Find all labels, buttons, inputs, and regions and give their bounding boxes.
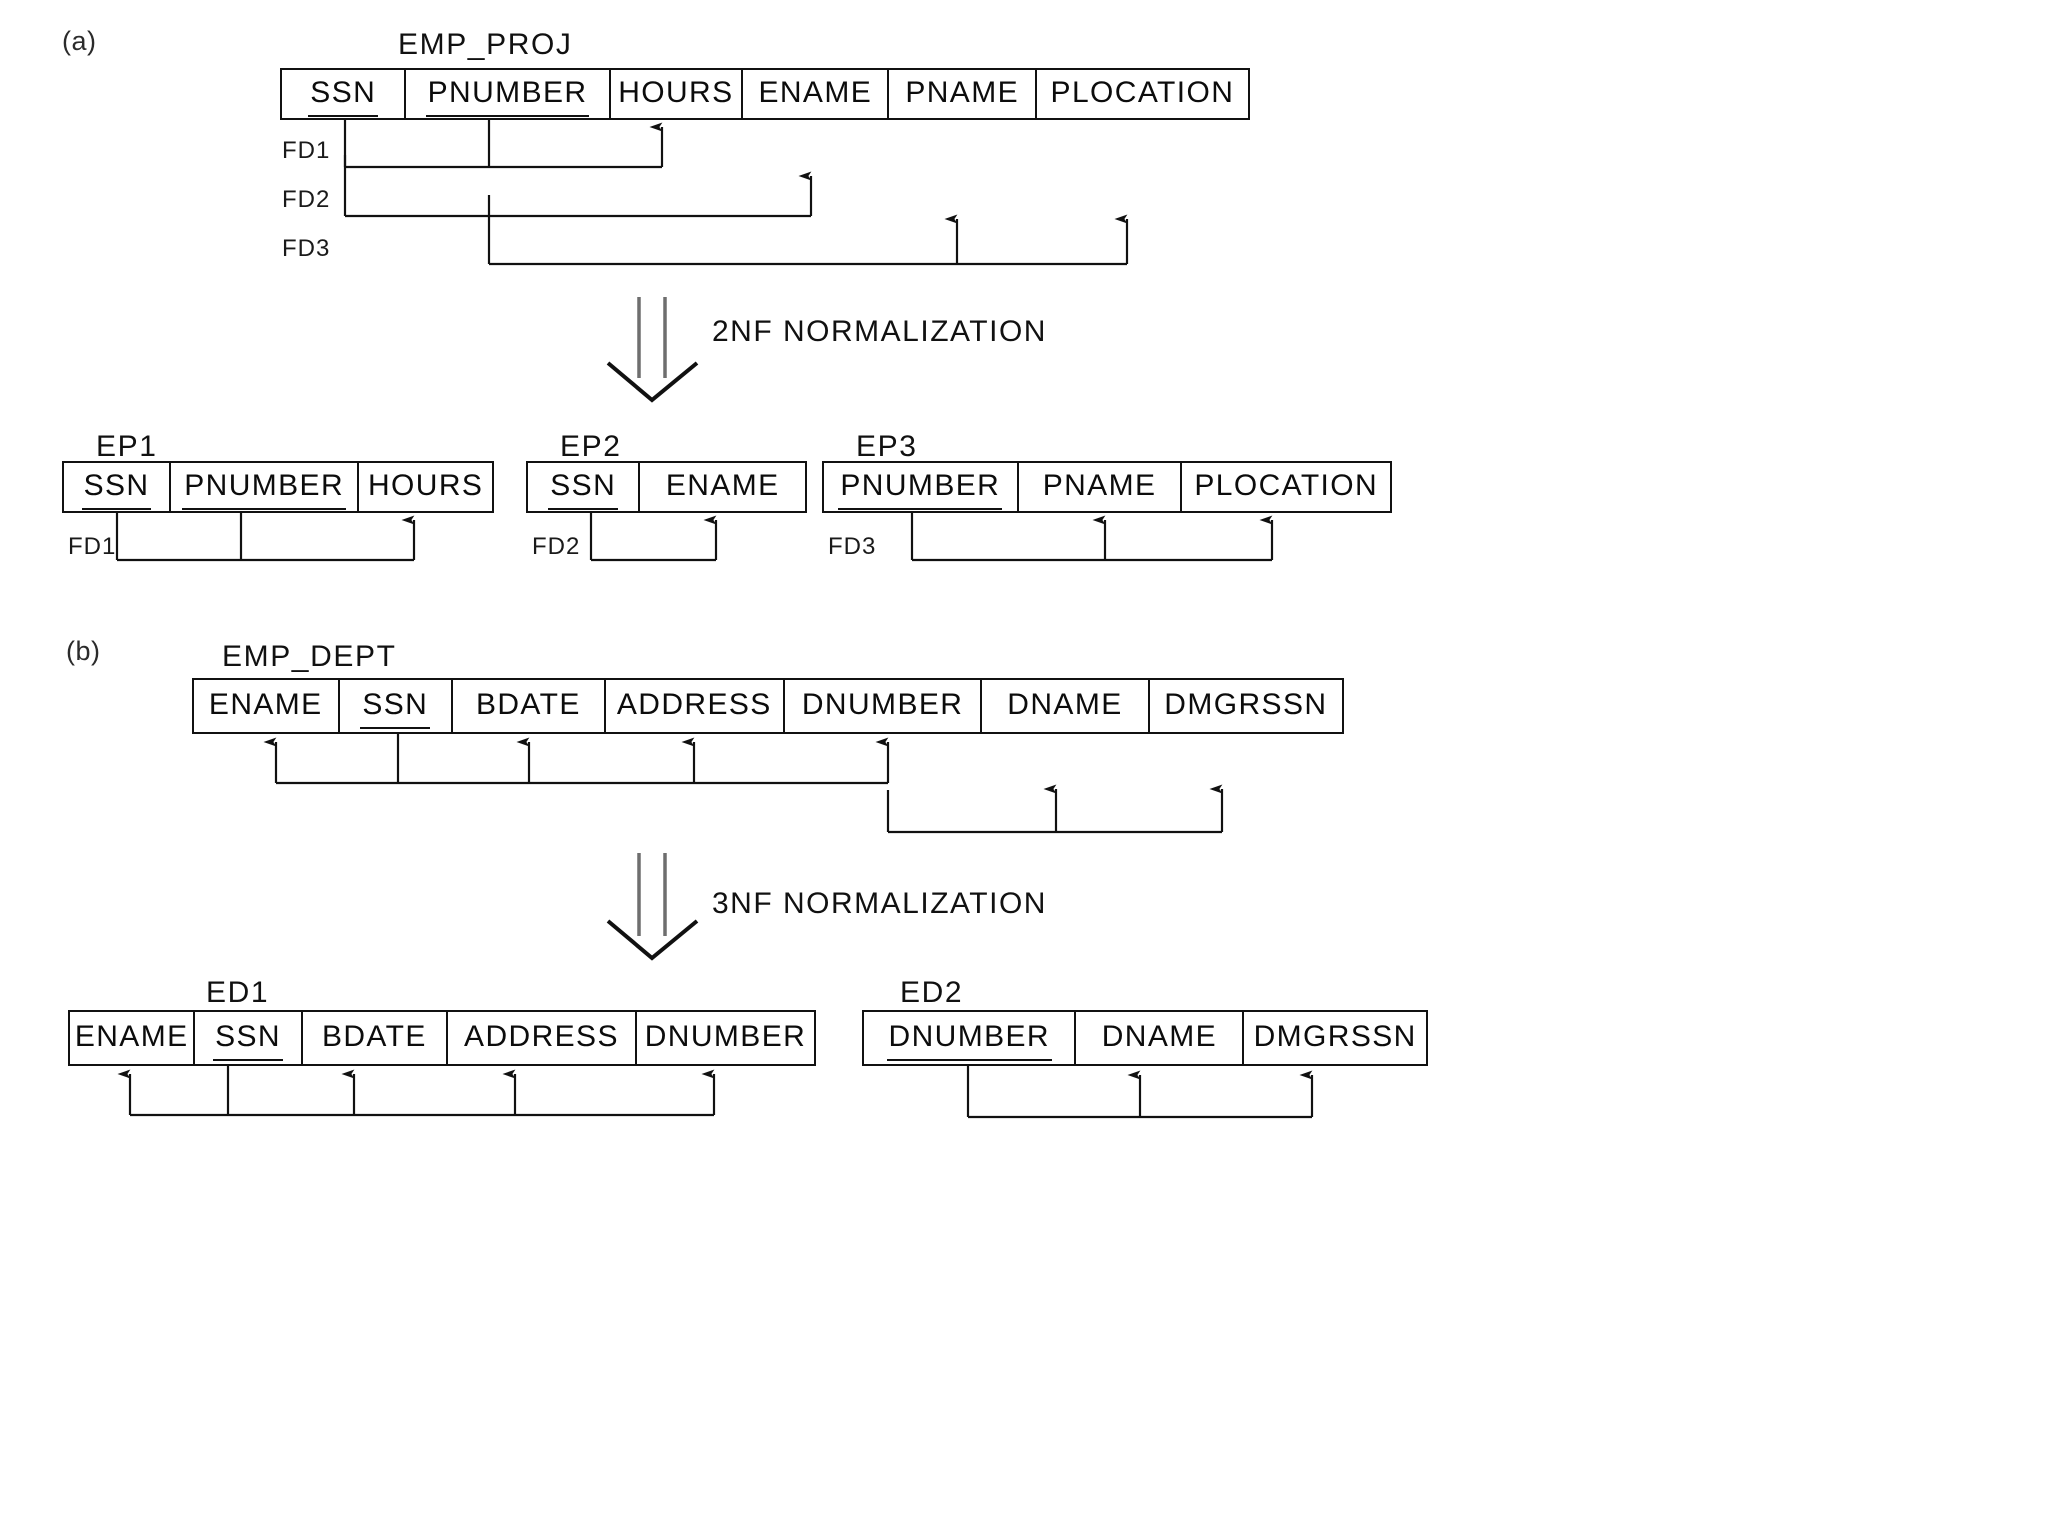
attribute-ep2-ename[interactable]: ENAME [665, 469, 780, 502]
attribute-ed2-dmgrssn[interactable]: DMGRSSN [1253, 1020, 1417, 1053]
attribute-emp-proj-ename[interactable]: ENAME [743, 70, 890, 118]
attribute-ed1-address[interactable]: ADDRESS [448, 1012, 637, 1064]
attribute-ep1-hours[interactable]: HOURS [367, 469, 484, 502]
relation-ep1: SSN PNUMBER HOURS [62, 461, 494, 513]
transform-label-2nf: 2NF NORMALIZATION [712, 315, 1047, 348]
attribute-ed2-dnumber[interactable]: DNUMBER [864, 1012, 1077, 1064]
fd-connector-ed1-ssn [117, 1066, 716, 1117]
relation-ep2: SSN ENAME [526, 461, 807, 513]
fd-label-emp-proj-fd2: FD2 [282, 186, 331, 213]
attribute-emp-dept-ssn[interactable]: SSN [340, 680, 454, 732]
attribute-ed2-dname[interactable]: DNAME [1076, 1012, 1245, 1064]
part-label-a: (a) [62, 26, 97, 56]
fd-connector-ep2-fd2 [589, 513, 718, 562]
attribute-emp-proj-plocation[interactable]: PLOCATION [1050, 76, 1235, 109]
attribute-ep3-pname[interactable]: PNAME [1019, 463, 1183, 511]
relation-name-emp-proj: EMP_PROJ [398, 28, 573, 61]
fd-label-emp-proj-fd1: FD1 [282, 137, 331, 164]
fd-connector-ed2-dnumber [966, 1066, 1314, 1119]
fd-connector-emp-proj-fd3 [487, 195, 1129, 266]
fd-connector-emp-dept-dnumber [886, 784, 1224, 834]
attribute-emp-dept-address[interactable]: ADDRESS [606, 680, 785, 732]
attribute-ep1-ssn[interactable]: SSN [64, 463, 172, 511]
fd-connector-emp-proj-fd1 [343, 120, 664, 169]
attribute-emp-dept-dmgrssn[interactable]: DMGRSSN [1164, 688, 1328, 721]
attribute-ed1-bdate[interactable]: BDATE [303, 1012, 448, 1064]
attribute-ep3-plocation[interactable]: PLOCATION [1194, 469, 1379, 502]
relation-name-ed1: ED1 [206, 976, 270, 1009]
relation-emp-dept: ENAME SSN BDATE ADDRESS DNUMBER DNAME DM… [192, 678, 1344, 734]
relation-ep3: PNUMBER PNAME PLOCATION [822, 461, 1392, 513]
attribute-emp-dept-dname[interactable]: DNAME [982, 680, 1150, 732]
fd-label-emp-proj-fd3: FD3 [282, 235, 331, 262]
fd-connector-emp-proj-fd2 [343, 155, 813, 218]
transform-label-3nf: 3NF NORMALIZATION [712, 887, 1047, 920]
attribute-emp-proj-pnumber[interactable]: PNUMBER [406, 70, 611, 118]
attribute-ep2-ssn[interactable]: SSN [528, 463, 641, 511]
attribute-emp-dept-bdate[interactable]: BDATE [453, 680, 606, 732]
relation-name-ed2: ED2 [900, 976, 964, 1009]
relation-ed1: ENAME SSN BDATE ADDRESS DNUMBER [68, 1010, 816, 1066]
fd-label-ep2-fd2: FD2 [532, 533, 581, 560]
fd-connector-emp-dept-ssn [263, 734, 890, 785]
normalization-arrow-2nf [637, 297, 667, 378]
attribute-ep3-pnumber[interactable]: PNUMBER [824, 463, 1019, 511]
relation-name-ep1: EP1 [96, 430, 158, 463]
relation-name-emp-dept: EMP_DEPT [222, 640, 397, 673]
normalization-arrowhead-3nf [606, 919, 699, 961]
relation-emp-proj: SSN PNUMBER HOURS ENAME PNAME PLOCATION [280, 68, 1250, 120]
attribute-emp-dept-dnumber[interactable]: DNUMBER [785, 680, 983, 732]
fd-label-ep1-fd1: FD1 [68, 533, 117, 560]
normalization-arrow-3nf [637, 853, 667, 936]
attribute-emp-proj-hours[interactable]: HOURS [611, 70, 744, 118]
part-label-b: (b) [66, 636, 101, 666]
attribute-ed1-dnumber[interactable]: DNUMBER [644, 1020, 807, 1053]
relation-ed2: DNUMBER DNAME DMGRSSN [862, 1010, 1428, 1066]
attribute-emp-proj-ssn[interactable]: SSN [282, 70, 407, 118]
fd-connector-ep1-fd1 [115, 513, 416, 562]
normalization-arrowhead-2nf [606, 361, 699, 403]
attribute-ed1-ename[interactable]: ENAME [70, 1012, 196, 1064]
attribute-ed1-ssn[interactable]: SSN [195, 1012, 303, 1064]
fd-label-ep3-fd3: FD3 [828, 533, 877, 560]
attribute-emp-proj-pname[interactable]: PNAME [889, 70, 1037, 118]
relation-name-ep2: EP2 [560, 430, 622, 463]
attribute-emp-dept-ename[interactable]: ENAME [194, 680, 340, 732]
fd-connector-ep3-fd3 [910, 513, 1274, 562]
relation-name-ep3: EP3 [856, 430, 918, 463]
attribute-ep1-pnumber[interactable]: PNUMBER [171, 463, 360, 511]
